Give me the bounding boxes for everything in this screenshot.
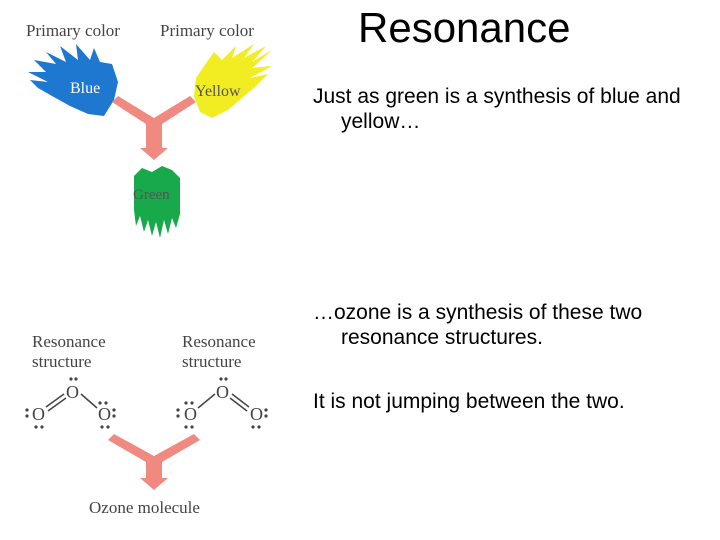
paragraph-green-synthesis: Just as green is a synthesis of blue and…	[313, 85, 681, 133]
ozone-molecule-caption: Ozone molecule	[89, 498, 200, 517]
oxygen-atom: O	[216, 382, 229, 402]
primary-color-label-right: Primary color	[160, 21, 254, 40]
yellow-blob	[194, 44, 272, 118]
green-blob	[134, 166, 180, 238]
primary-color-label-left: Primary color	[26, 21, 120, 40]
color-mixing-diagram: Blue Yellow Green	[28, 44, 272, 238]
green-label: Green	[133, 187, 170, 203]
color-merge-arrow	[112, 96, 196, 160]
resonance-label-left-line2: structure	[32, 352, 92, 371]
ozone-resonance-diagram: O O O O O O	[25, 377, 268, 490]
oxygen-atom: O	[250, 404, 263, 424]
resonance-structure-label-right: Resonance structure	[182, 332, 256, 372]
resonance-structure-label-left: Resonance structure	[32, 332, 106, 372]
ozone-structure-right: O O O	[176, 377, 268, 429]
paragraph-not-jumping: It is not jumping between the two.	[313, 390, 625, 413]
oxygen-atom: O	[98, 404, 111, 424]
resonance-label-right-line2: structure	[182, 352, 242, 371]
resonance-label-left-line1: Resonance	[32, 332, 106, 351]
ozone-structure-left: O O O	[25, 377, 116, 429]
oxygen-atom: O	[32, 404, 45, 424]
paragraph-ozone-synthesis: …ozone is a synthesis of these two reson…	[313, 301, 643, 349]
ozone-merge-arrow	[108, 434, 200, 490]
oxygen-atom: O	[66, 382, 79, 402]
yellow-label: Yellow	[195, 83, 241, 100]
blue-blob	[28, 44, 118, 116]
slide-title: Resonance	[358, 4, 571, 51]
blue-label: Blue	[70, 80, 100, 97]
resonance-label-right-line1: Resonance	[182, 332, 256, 351]
oxygen-atom: O	[184, 404, 197, 424]
